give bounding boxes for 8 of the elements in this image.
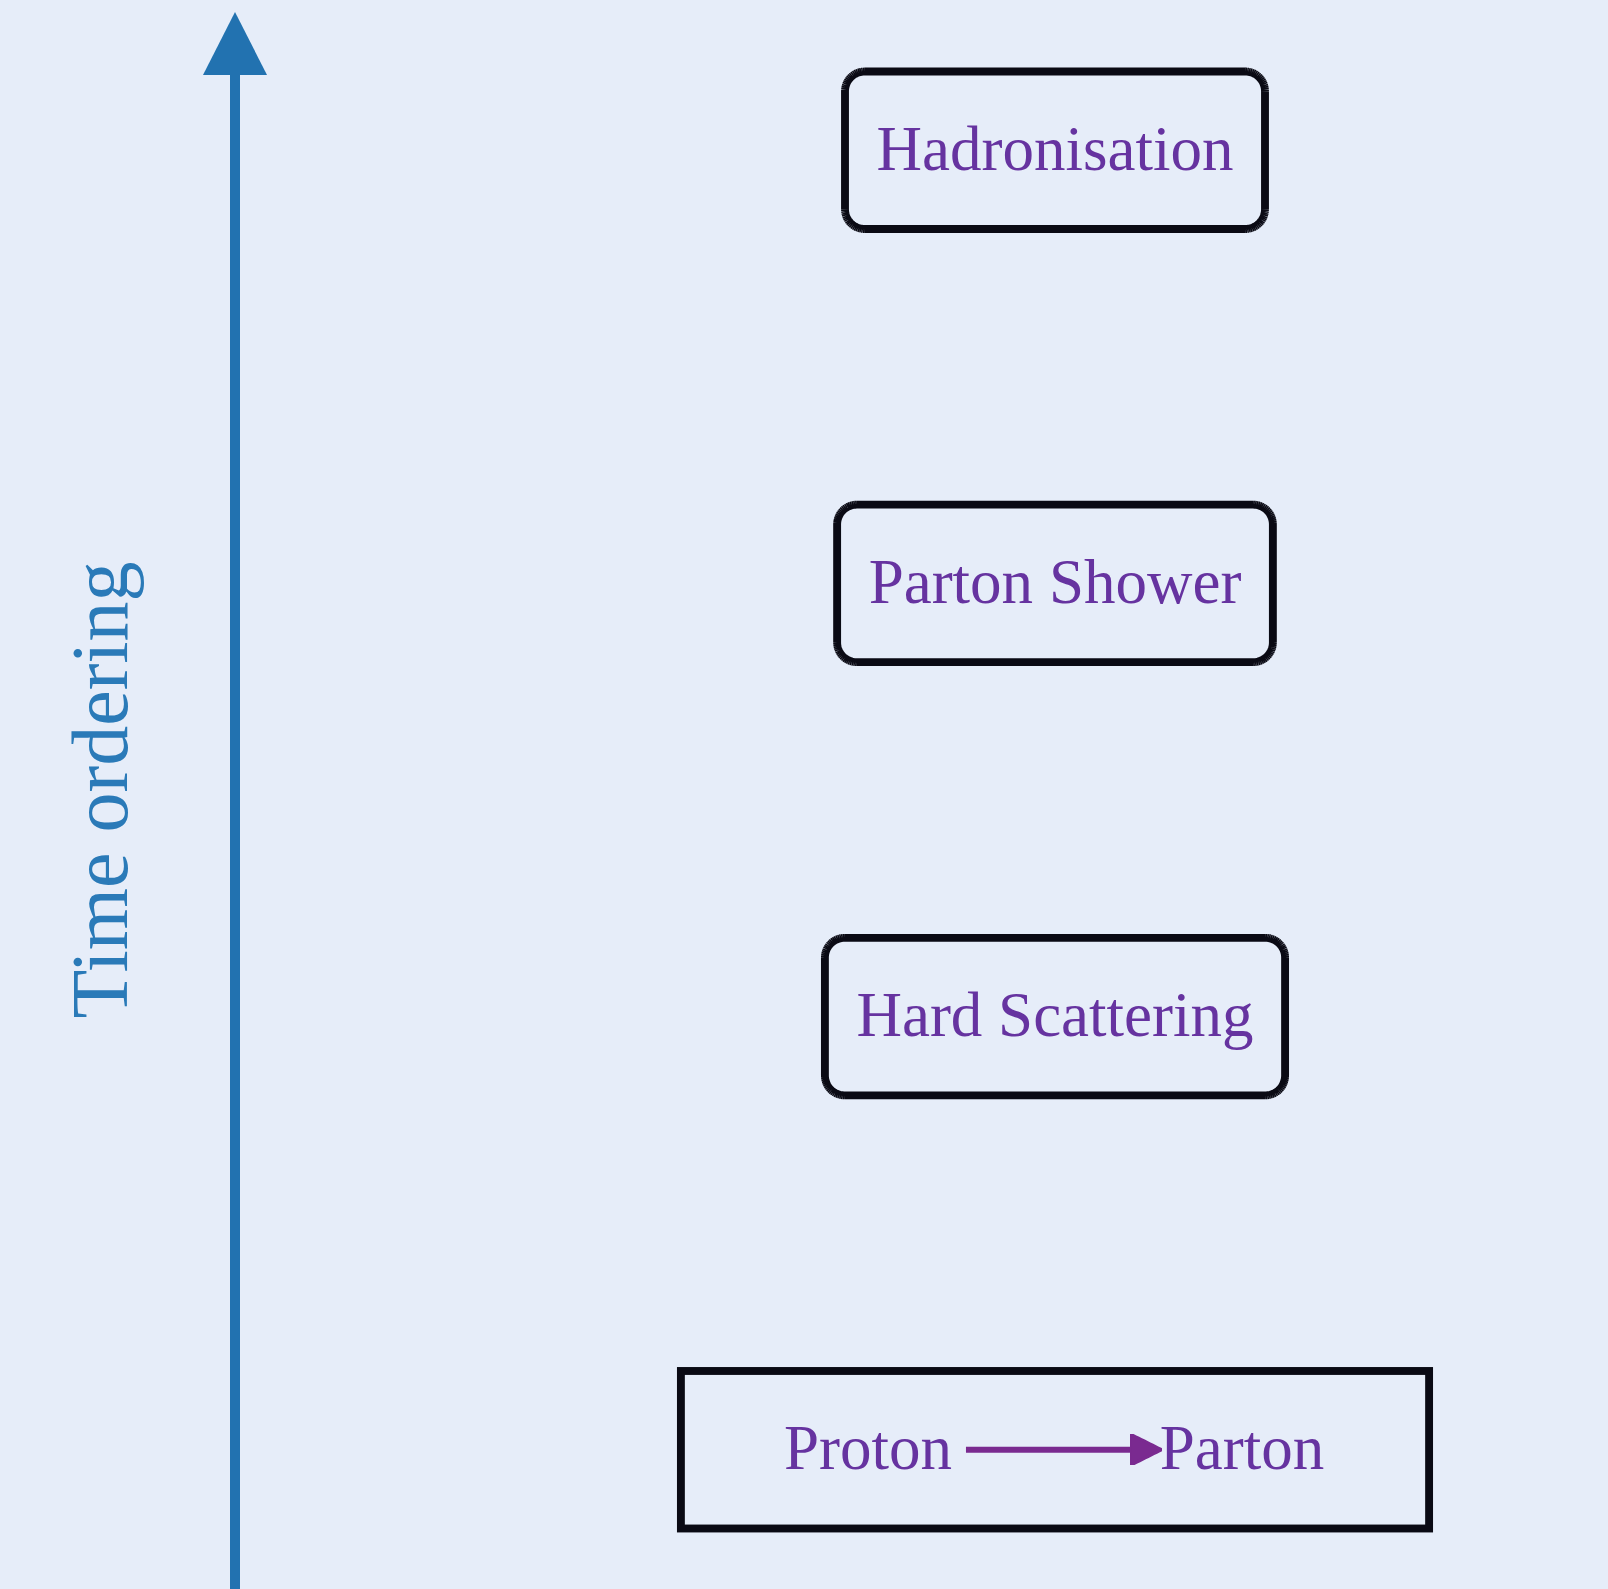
cluster	[676, 1367, 1434, 1533]
node-text: Hard Scattering	[856, 981, 1254, 1049]
axis-label: Time ordering	[54, 561, 145, 1019]
node-text: Proton	[783, 1414, 952, 1482]
node-text: Parton	[1159, 1414, 1325, 1482]
node-text: Parton Shower	[868, 547, 1242, 615]
arrow	[965, 1432, 1164, 1468]
node-text: Hadronisation	[876, 114, 1234, 182]
